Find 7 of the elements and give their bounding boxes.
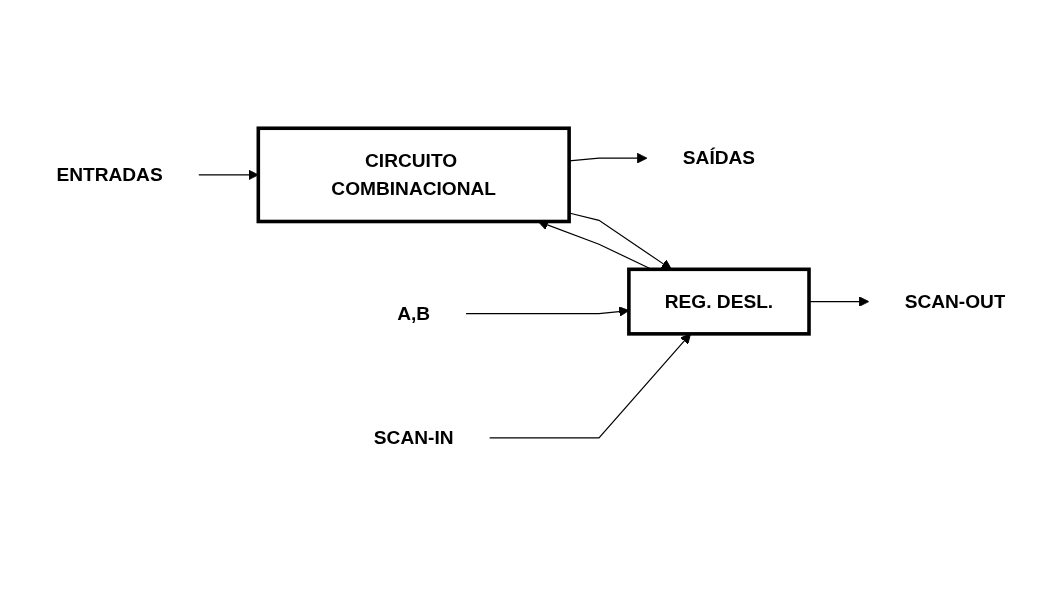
node-text: SCAN-OUT xyxy=(904,290,1006,311)
node-text: ENTRADAS xyxy=(55,163,163,184)
node-text: SAÍDAS xyxy=(682,146,755,168)
node-box: CIRCUITO COMBINACIONAL xyxy=(256,125,571,223)
node-box: REG. DESL. xyxy=(626,267,811,336)
node-text: SCAN-IN xyxy=(373,426,454,447)
node-text: A,B xyxy=(396,302,430,323)
